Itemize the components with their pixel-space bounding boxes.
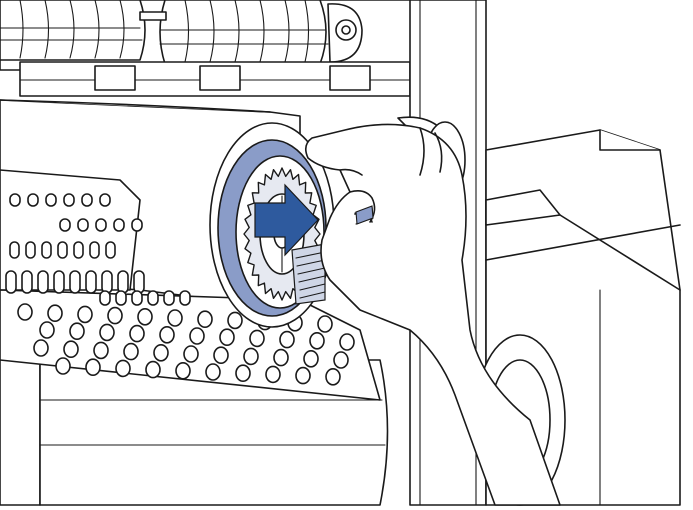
perforation-hole xyxy=(205,363,221,381)
housing-slot xyxy=(133,270,145,294)
upper-roller-assembly xyxy=(0,0,421,97)
housing-slot xyxy=(27,193,39,207)
housing-slot xyxy=(57,241,68,259)
perforation-hole xyxy=(227,311,243,330)
housing-slot xyxy=(37,270,49,294)
housing-slot xyxy=(81,193,93,207)
perforation-hole xyxy=(47,304,63,323)
perforation-hole xyxy=(265,365,281,384)
housing-slot xyxy=(69,270,81,294)
perforation-hole xyxy=(317,315,333,333)
perforation-hole xyxy=(115,359,131,378)
perforation-hole xyxy=(303,349,319,368)
housing-slot xyxy=(9,193,21,207)
perforation-hole xyxy=(33,339,49,357)
perforation-hole xyxy=(123,342,139,361)
arrow-right-icon xyxy=(254,183,319,257)
perforation-hole xyxy=(175,361,191,380)
perforation-hole xyxy=(63,340,79,359)
housing-slot xyxy=(131,290,143,306)
perforation-hole xyxy=(55,357,71,375)
housing-slot xyxy=(63,193,75,207)
housing-slot xyxy=(53,270,65,294)
housing-slot xyxy=(147,290,159,306)
housing-slot xyxy=(113,218,125,232)
housing-slot xyxy=(77,218,89,232)
hand-illustration xyxy=(304,123,561,506)
perforation-hole xyxy=(333,351,349,369)
perforation-hole xyxy=(235,364,251,383)
housing-slot xyxy=(85,270,97,294)
perforation-hole xyxy=(183,345,199,363)
housing-slot xyxy=(95,218,107,232)
perforation-hole xyxy=(85,358,101,377)
perforation-hole xyxy=(137,307,153,326)
perforation-hole xyxy=(159,325,175,344)
perforation-hole xyxy=(243,347,259,366)
perforation-hole xyxy=(249,329,265,348)
perforation-hole xyxy=(213,346,229,365)
housing-slot xyxy=(99,290,111,306)
housing-slot xyxy=(41,241,52,259)
housing-slot xyxy=(115,290,127,306)
perforation-hole xyxy=(167,309,183,327)
perforation-hole xyxy=(69,322,85,341)
housing-slot xyxy=(5,270,17,294)
housing-slot xyxy=(163,290,175,306)
housing-slot xyxy=(25,241,36,259)
housing-slot xyxy=(99,193,111,207)
perforation-hole xyxy=(145,360,161,379)
perforation-hole xyxy=(189,327,205,345)
perforation-hole xyxy=(219,328,235,347)
housing-slot xyxy=(101,270,113,294)
perforation-hole xyxy=(107,306,123,325)
housing-slot xyxy=(21,270,33,294)
perforation-hole xyxy=(77,305,93,324)
housing-slot xyxy=(131,218,143,232)
housing-slot xyxy=(179,290,191,306)
housing-slot xyxy=(117,270,129,294)
perforation-hole xyxy=(309,331,325,350)
perforation-hole xyxy=(153,343,169,362)
housing-slots xyxy=(5,193,191,306)
housing-slot xyxy=(89,241,100,259)
perforation-hole xyxy=(129,324,145,343)
perforation-hole xyxy=(17,303,33,321)
perforation-hole xyxy=(325,367,341,386)
perforation-hole xyxy=(197,310,213,329)
housing-slot xyxy=(73,241,84,259)
housing-slot xyxy=(9,241,20,259)
perforation-hole xyxy=(279,330,295,349)
perforation-hole xyxy=(339,333,355,351)
housing-slot xyxy=(105,241,116,259)
housing-slot xyxy=(59,218,71,232)
perforated-plate xyxy=(0,289,381,401)
housing-slot xyxy=(45,193,57,207)
perforation-hole xyxy=(99,323,115,342)
perforation-hole xyxy=(93,341,109,360)
perforation-hole xyxy=(39,321,55,339)
perforation-hole xyxy=(295,366,311,385)
perforation-hole xyxy=(273,348,289,367)
